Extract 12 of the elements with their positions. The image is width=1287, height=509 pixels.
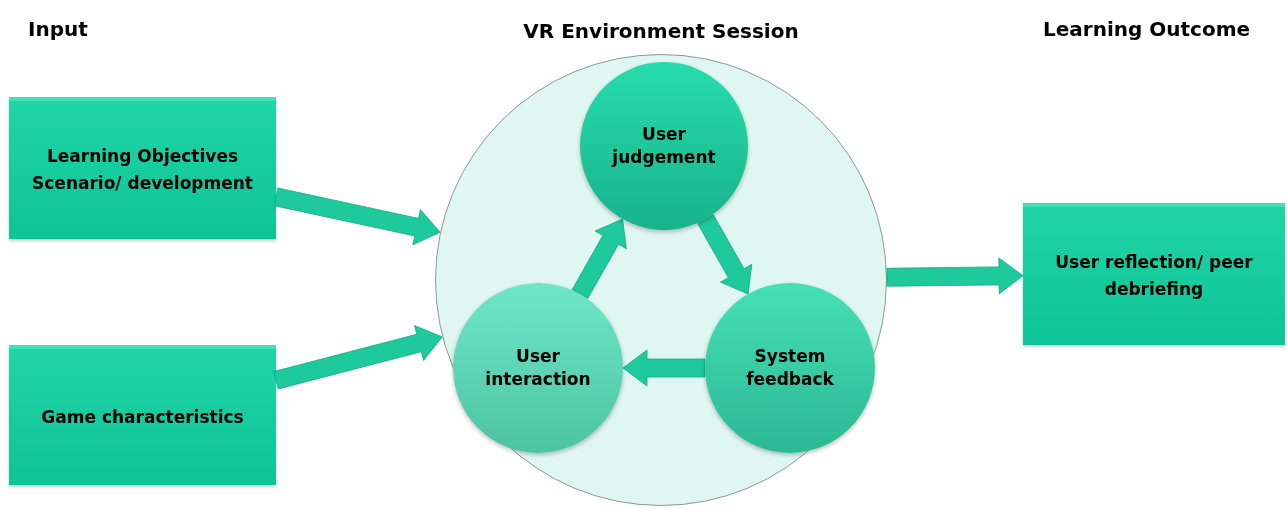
block-arrow xyxy=(622,349,706,387)
block-arrow xyxy=(273,187,441,246)
block-arrow xyxy=(697,214,753,295)
column-heading: Input xyxy=(28,16,88,43)
block-arrow xyxy=(273,325,443,390)
process-box: User reflection/ peer debriefing xyxy=(1023,203,1285,345)
column-heading: Learning Outcome xyxy=(1043,16,1251,43)
block-arrow xyxy=(571,218,627,299)
process-box: Game characteristics xyxy=(9,345,276,485)
process-box: Learning Objectives Scenario/ development xyxy=(9,97,276,239)
section-heading: VR Environment Session xyxy=(522,18,800,45)
block-arrow xyxy=(886,257,1024,295)
